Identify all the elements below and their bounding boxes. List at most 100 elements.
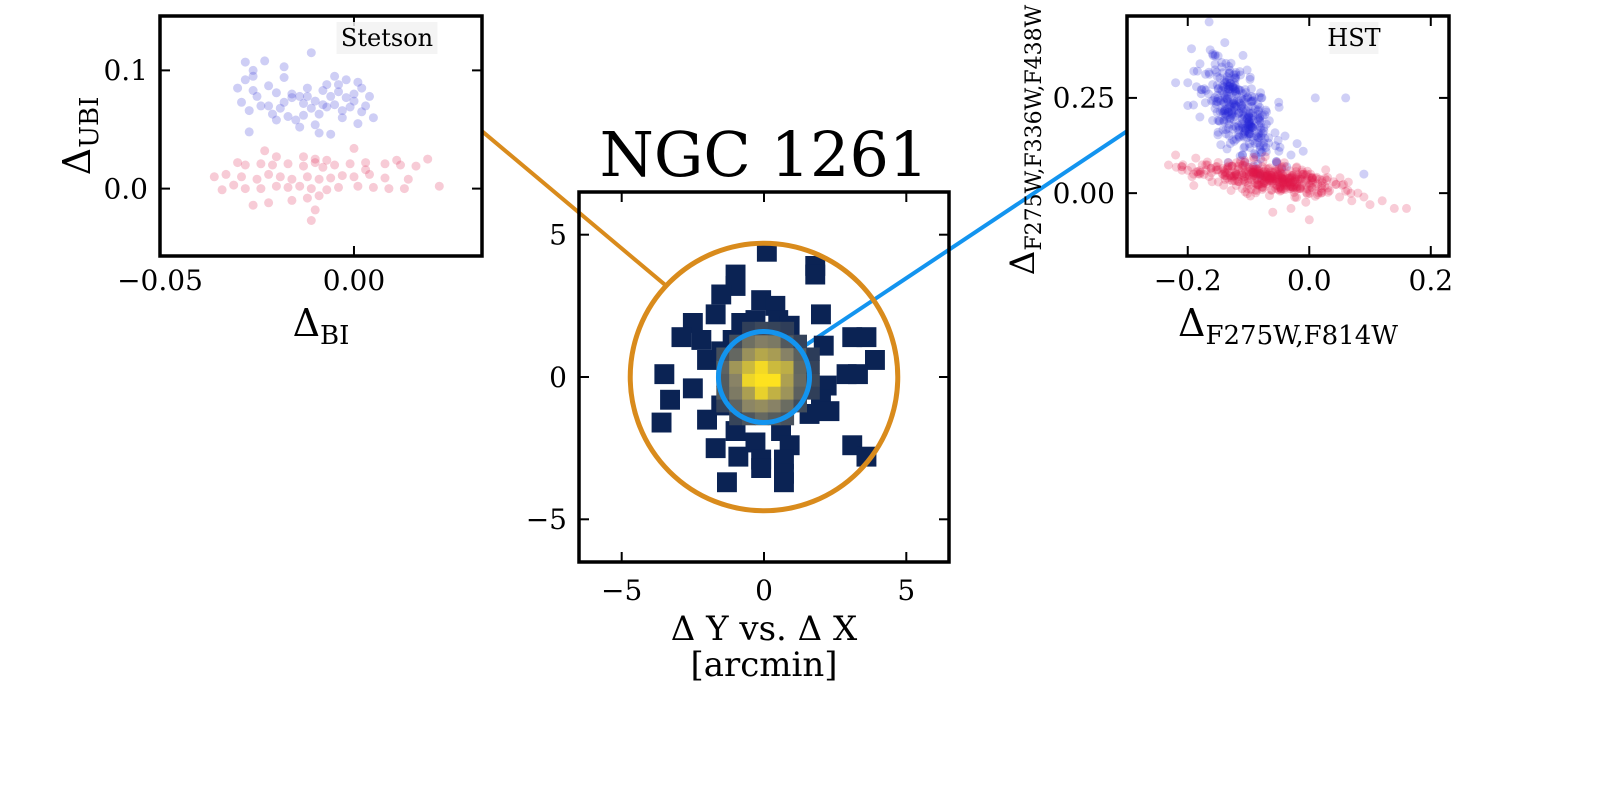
x-tick-label: 5 — [897, 574, 915, 607]
scatter-point-series-0 — [1228, 135, 1238, 145]
scatter-point-series-1 — [1317, 175, 1327, 185]
scatter-point-series-0 — [1216, 98, 1226, 108]
scatter-point-series-1 — [306, 216, 316, 225]
scatter-point-series-0 — [244, 127, 254, 137]
scatter-point-series-0 — [1226, 58, 1236, 68]
scatter-point-series-0 — [314, 128, 324, 138]
scatter-point-series-0 — [310, 120, 320, 130]
scatter-point-series-0 — [1233, 130, 1243, 140]
scatter-point-series-0 — [1237, 114, 1247, 124]
scatter-point-series-1 — [1270, 165, 1280, 175]
scatter-point-series-0 — [1244, 139, 1254, 149]
scatter-point-series-1 — [1254, 166, 1264, 176]
scatter-point-series-0 — [1223, 104, 1233, 114]
scatter-point-series-1 — [1257, 174, 1267, 184]
scatter-point-series-1 — [1277, 173, 1286, 183]
scatter-point-series-1 — [1202, 157, 1212, 167]
scatter-point-series-0 — [306, 103, 316, 113]
scatter-point-series-1 — [1243, 174, 1253, 184]
scatter-point-series-1 — [1260, 152, 1270, 162]
scatter-point-series-0 — [1222, 89, 1232, 99]
scatter-point-series-1 — [240, 184, 250, 194]
scatter-point-series-1 — [1177, 162, 1187, 171]
scatter-point-series-0 — [1229, 70, 1239, 80]
scatter-point-series-1 — [1171, 162, 1181, 172]
stetson-y-axis-label: ΔUBI — [55, 97, 105, 176]
scatter-point-series-1 — [1247, 172, 1257, 182]
scatter-point-series-1 — [1301, 181, 1311, 190]
heatmap-core-cell — [767, 373, 782, 387]
scatter-point-series-1 — [1223, 163, 1233, 173]
scatter-point-series-1 — [1262, 171, 1272, 180]
scatter-point-series-0 — [361, 101, 371, 111]
scatter-point-series-0 — [1227, 111, 1236, 120]
scatter-point-series-1 — [1248, 168, 1258, 177]
scatter-point-series-0 — [1274, 102, 1284, 112]
scatter-point-series-0 — [1238, 106, 1248, 116]
scatter-point-series-0 — [1235, 151, 1245, 161]
scatter-point-series-0 — [1204, 69, 1214, 79]
scatter-point-series-0 — [1256, 125, 1266, 135]
scatter-point-series-0 — [1215, 107, 1225, 117]
x-tick-label: 0.0 — [1287, 264, 1332, 297]
scatter-point-series-1 — [1278, 174, 1288, 184]
scatter-point-series-1 — [1231, 169, 1241, 179]
scatter-point-series-1 — [1211, 162, 1221, 172]
scatter-point-series-0 — [1248, 111, 1258, 121]
heatmap-core-cell — [742, 334, 756, 349]
scatter-point-series-0 — [1230, 112, 1239, 122]
heatmap-core-cell — [742, 347, 756, 361]
scatter-point-series-0 — [1229, 102, 1239, 112]
scatter-point-series-1 — [217, 185, 227, 195]
scatter-point-series-1 — [1261, 164, 1271, 174]
scatter-point-series-0 — [1240, 158, 1250, 167]
scatter-point-series-0 — [1234, 132, 1244, 142]
scatter-point-series-1 — [1297, 173, 1307, 183]
scatter-point-series-1 — [1265, 173, 1275, 183]
y-tick-label: 0.1 — [103, 54, 148, 87]
scatter-point-series-1 — [275, 172, 285, 182]
scatter-point-series-0 — [1226, 101, 1236, 111]
scatter-point-series-0 — [1242, 133, 1252, 143]
scatter-point-series-1 — [1267, 185, 1277, 195]
scatter-point-series-0 — [1234, 125, 1244, 135]
scatter-point-series-1 — [1187, 172, 1197, 182]
scatter-point-series-0 — [1277, 164, 1287, 174]
scatter-point-series-1 — [1247, 167, 1257, 177]
scatter-point-series-1 — [1220, 171, 1230, 181]
scatter-point-series-0 — [1213, 84, 1223, 94]
scatter-point-series-1 — [1253, 180, 1263, 190]
scatter-point-series-1 — [1264, 173, 1274, 182]
scatter-point-series-0 — [1213, 127, 1223, 137]
scatter-point-series-1 — [1276, 184, 1286, 193]
scatter-point-series-1 — [283, 159, 293, 169]
hst-y-axis-label-main: Δ — [1003, 251, 1043, 276]
scatter-point-series-0 — [368, 113, 378, 123]
scatter-point-series-0 — [295, 122, 305, 132]
scatter-point-series-1 — [1226, 173, 1236, 183]
scatter-point-series-0 — [1244, 121, 1253, 131]
scatter-point-series-1 — [1288, 184, 1298, 194]
scatter-point-series-1 — [1261, 174, 1271, 184]
scatter-point-series-0 — [1245, 143, 1255, 152]
scatter-point-series-1 — [1219, 165, 1229, 175]
scatter-point-series-1 — [1316, 186, 1326, 196]
scatter-point-series-1 — [399, 184, 409, 194]
scatter-point-series-0 — [1220, 109, 1230, 119]
scatter-point-series-0 — [1225, 114, 1235, 124]
scatter-point-series-1 — [1290, 192, 1300, 202]
scatter-point-series-1 — [1239, 169, 1249, 179]
scatter-point-series-1 — [1262, 171, 1272, 181]
scatter-point-series-0 — [1260, 133, 1270, 143]
scatter-point-series-1 — [365, 169, 374, 179]
scatter-point-series-0 — [326, 91, 336, 101]
scatter-point-series-1 — [1250, 167, 1260, 177]
scatter-point-series-1 — [1317, 188, 1327, 197]
scatter-point-series-0 — [1250, 104, 1260, 114]
scatter-point-series-0 — [1241, 125, 1251, 135]
scatter-point-series-0 — [1248, 108, 1258, 118]
scatter-point-series-1 — [1257, 162, 1267, 172]
heatmap-core-cell — [767, 386, 782, 400]
